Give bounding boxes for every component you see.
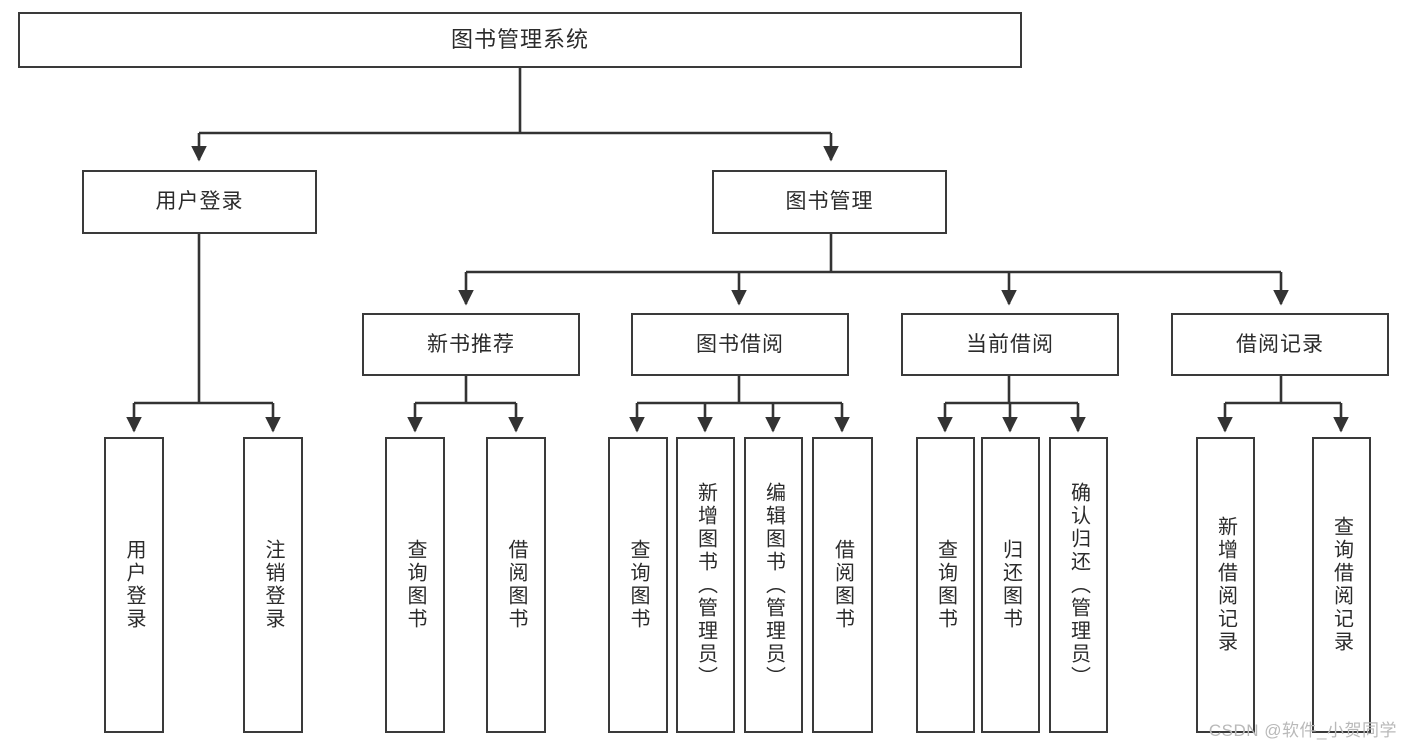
leaf-current-borrow-confirm-return-admin[interactable]: 确认归还（管理员）	[1049, 437, 1108, 733]
node-label: 编辑图书（管理员）	[762, 481, 785, 689]
node-label: 查询借阅记录	[1330, 516, 1353, 654]
node-label: 当前借阅	[966, 332, 1054, 356]
node-label: 查询图书	[934, 539, 957, 631]
leaf-borrow-record-query-record[interactable]: 查询借阅记录	[1312, 437, 1371, 733]
node-label: 用户登录	[155, 190, 244, 214]
node-label: 查询图书	[404, 539, 426, 631]
leaf-user-login-logout[interactable]: 注销登录	[243, 437, 303, 733]
node-new-book-recommend[interactable]: 新书推荐	[362, 313, 580, 376]
node-label: 确认归还（管理员）	[1067, 481, 1090, 689]
node-user-login[interactable]: 用户登录	[82, 170, 317, 234]
node-label: 借阅图书	[831, 539, 854, 631]
node-book-management[interactable]: 图书管理	[712, 170, 947, 234]
node-label: 新增图书（管理员）	[694, 481, 717, 689]
node-label: 图书管理	[785, 190, 874, 214]
leaf-book-borrow-add-book-admin[interactable]: 新增图书（管理员）	[676, 437, 735, 733]
node-label: 新书推荐	[427, 332, 515, 356]
node-label: 图书借阅	[696, 332, 784, 356]
node-label: 查询图书	[627, 539, 649, 631]
leaf-book-borrow-edit-book-admin[interactable]: 编辑图书（管理员）	[744, 437, 803, 733]
node-label: 借阅图书	[505, 539, 527, 631]
node-label: 注销登录	[262, 539, 284, 631]
node-label: 用户登录	[123, 539, 145, 631]
leaf-new-book-borrow-books[interactable]: 借阅图书	[486, 437, 546, 733]
leaf-book-borrow-query-books[interactable]: 查询图书	[608, 437, 668, 733]
node-borrow-record[interactable]: 借阅记录	[1171, 313, 1389, 376]
csdn-watermark: CSDN @软件_小贺同学	[1208, 721, 1397, 740]
node-label: 新增借阅记录	[1214, 516, 1237, 654]
leaf-borrow-record-add-record[interactable]: 新增借阅记录	[1196, 437, 1255, 733]
node-label: 借阅记录	[1236, 332, 1324, 356]
node-current-borrow[interactable]: 当前借阅	[901, 313, 1119, 376]
node-label: 图书管理系统	[450, 26, 589, 52]
node-root-book-management-system[interactable]: 图书管理系统	[18, 12, 1022, 68]
leaf-new-book-query-books[interactable]: 查询图书	[385, 437, 445, 733]
leaf-user-login-login[interactable]: 用户登录	[104, 437, 164, 733]
node-book-borrow[interactable]: 图书借阅	[631, 313, 849, 376]
leaf-current-borrow-query-books[interactable]: 查询图书	[916, 437, 975, 733]
leaf-current-borrow-return-books[interactable]: 归还图书	[981, 437, 1040, 733]
leaf-book-borrow-borrow-books[interactable]: 借阅图书	[812, 437, 873, 733]
node-label: 归还图书	[999, 539, 1022, 631]
